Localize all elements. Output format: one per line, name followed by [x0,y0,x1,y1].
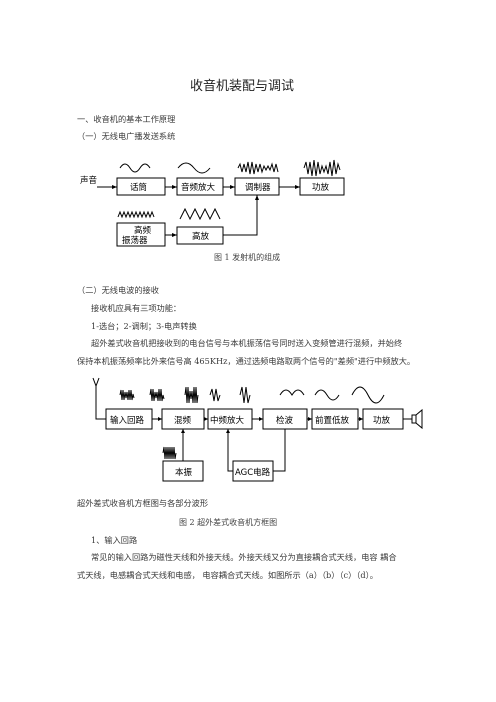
figure-2-label: 超外差式收音机方框图与各部分波形 [77,498,209,508]
audio-waveform-icon [314,389,340,401]
block-agc-circuit: AGC电路 [235,467,271,478]
block-hf-oscillator: 高频振荡器 [122,225,152,246]
block-preamplifier: 前置低放 [315,415,350,426]
rf-waveform-icon [149,388,165,402]
triangle-waveform-icon [179,207,221,221]
paragraph-1-line-2: 保持本机振荡频率比外来信号高 465KHz，通过选频电路取两个信号的"差频"进行… [77,356,416,366]
audio-waveform-icon [351,386,385,404]
am-waveform-icon [237,161,279,175]
sound-input-label: 声音 [80,175,98,186]
hf-waveform-icon [117,210,155,219]
sine-waveform-icon [119,163,151,173]
lo-waveform-icon [162,446,177,460]
block-local-oscillator: 本振 [175,467,193,478]
block-input-circuit: 输入回路 [110,415,145,426]
block-if-amplifier: 中频放大 [210,415,245,426]
envelope-waveform-icon [279,389,305,396]
am-waveform-icon [303,159,341,177]
paragraph-1-line-1: 超外差式收音机把接收到的电台信号与本机振荡信号同时送入变频管进行混频，并始终 [91,338,403,348]
figure-1-caption: 图 1 发射机的组成 [214,253,281,262]
block-modulator: 调制器 [245,182,271,193]
receiver-intro: 接收机应具有三项功能： [91,303,182,313]
block-hf-amplifier: 高放 [192,231,210,242]
section-heading-2: 1、输入回路 [91,535,138,545]
section-heading-1: 一、收音机的基本工作原理 [77,114,176,124]
sine-waveform-icon [177,162,211,174]
page-title: 收音机装配与调试 [190,79,295,94]
paragraph-2-line-1: 常见的输入回路为磁性天线和外接天线。外接天线又分为直接耦合式天线，电容 耦合 [91,552,397,562]
figure-2-caption: 图 2 超外差式收音机方框图 [179,518,278,527]
rf-waveform-icon [119,389,135,401]
block-microphone: 话筒 [130,182,147,193]
transmitter-diagram: 声音 话筒 音频放大 调制器 功放 高频振荡器 高放 [80,159,345,247]
receiver-diagram: 输入回路 混频 中频放大 检波 前置低放 功放 本振 AGC电路 [92,377,423,482]
antenna-icon [92,377,106,420]
block-power-amplifier: 功放 [312,182,330,193]
speaker-icon [411,414,417,424]
paragraph-2-line-2: 式天线，电感耦合式天线和电感， 电容耦合式天线。如图所示（a）（b）（c）（d）… [77,570,378,580]
subsection-heading-2: （二）无线电波的接收 [77,285,159,295]
block-audio-amplifier: 音频放大 [181,182,216,193]
block-power-amplifier: 功放 [373,415,391,426]
block-detector: 检波 [276,415,294,426]
if-waveform-icon [239,386,251,404]
if-waveform-icon [209,388,221,402]
subsection-heading-1: （一）无线电广播发送系统 [77,131,176,141]
block-mixer: 混频 [174,415,192,426]
receiver-functions: 1-选台；2-调制；3-电声转换 [91,321,197,331]
mixed-waveform-icon [184,386,199,404]
